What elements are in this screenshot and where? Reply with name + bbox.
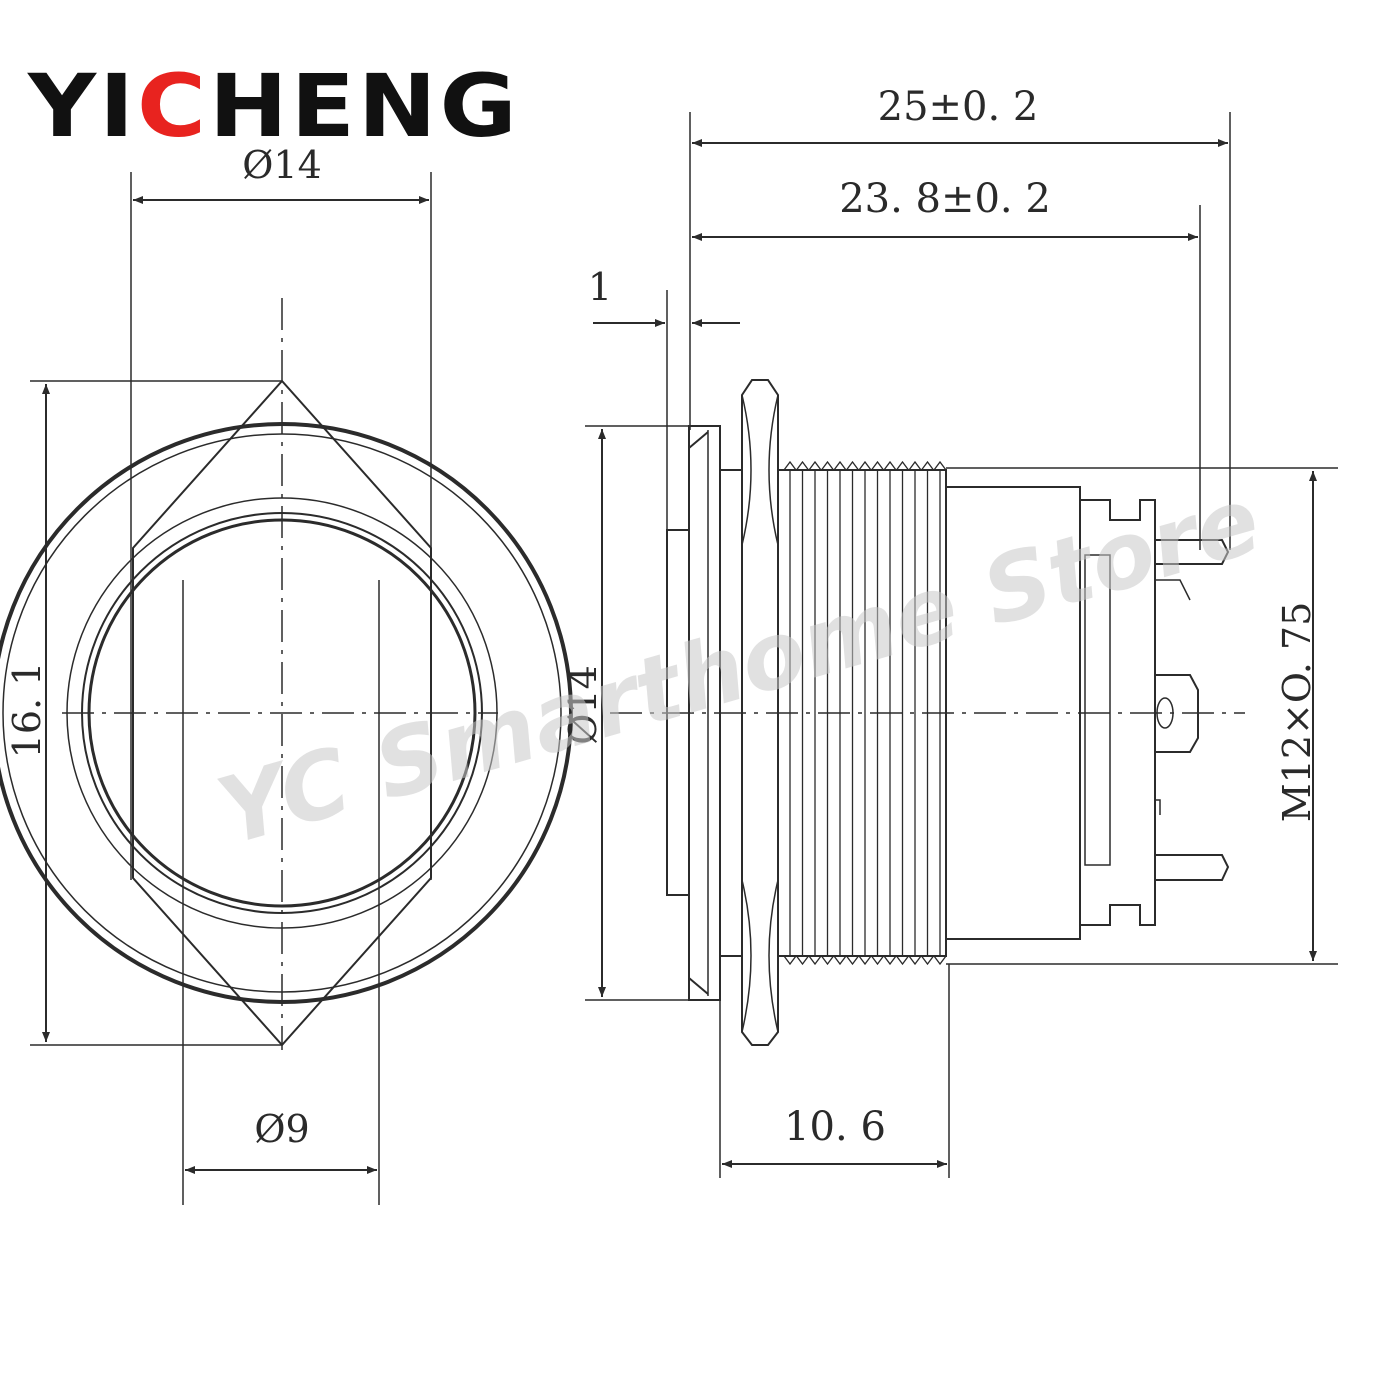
- thread-crest: [808, 460, 822, 966]
- dim-label-total-length: 25±0. 2: [878, 84, 1039, 130]
- thread-crest: [833, 460, 847, 966]
- side-view: 25±0. 2 23. 8±0. 2 1 Ø14: [561, 84, 1338, 1178]
- ring-light-outer: [66, 497, 498, 929]
- ring-light-mid: [81, 512, 483, 914]
- thread-crest: [895, 460, 910, 966]
- hex-nut-outline: [132, 379, 432, 1047]
- thread-crest: [933, 460, 947, 966]
- store-watermark: YC Smarthome Store: [207, 467, 1271, 867]
- thread-crest: [908, 460, 922, 966]
- thread-crest: [883, 460, 897, 966]
- thread-crest: [845, 460, 860, 966]
- dim-label-front-width: Ø14: [242, 143, 322, 187]
- dim-label-inner: Ø9: [254, 1107, 309, 1151]
- thread-crest: [795, 460, 810, 966]
- dim-label-thread-length: 10. 6: [784, 1104, 886, 1150]
- bezel-chamfer: [688, 431, 709, 995]
- thread-crest: [920, 460, 935, 966]
- bezel-outer-ring: [0, 422, 573, 1004]
- terminal-details: [1155, 579, 1191, 815]
- dim-label-flange-thickness: 1: [588, 265, 612, 309]
- terminal-block: [1079, 499, 1156, 926]
- terminal-pin-bottom: [1155, 854, 1230, 881]
- terminal-pin-hole: [1156, 697, 1174, 729]
- button-cap-outline: [87, 518, 477, 908]
- thread-ridges: [783, 460, 947, 966]
- terminal-pin-middle: [1154, 674, 1199, 753]
- terminal-pin-top: [1155, 539, 1230, 565]
- logo-text-accent: C: [137, 56, 210, 157]
- bezel-inner-ring: [2, 433, 562, 993]
- terminal-insulator: [1084, 554, 1111, 866]
- thread-crest: [870, 460, 885, 966]
- brand-logo: YICHENG: [28, 64, 520, 150]
- thread-crest: [820, 460, 835, 966]
- thread-crest: [783, 460, 797, 966]
- thread-crest: [858, 460, 872, 966]
- dim-label-thread: M12×O. 75: [1275, 602, 1319, 823]
- logo-text-part1: YI: [28, 56, 138, 157]
- dim-label-front-height: 16. 1: [5, 662, 49, 759]
- dim-label-body-length: 23. 8±0. 2: [839, 176, 1051, 222]
- dim-label-side-diameter: Ø14: [561, 665, 605, 745]
- front-view: Ø14 16. 1 Ø9: [0, 143, 573, 1205]
- logo-text-part3: HENG: [209, 56, 520, 157]
